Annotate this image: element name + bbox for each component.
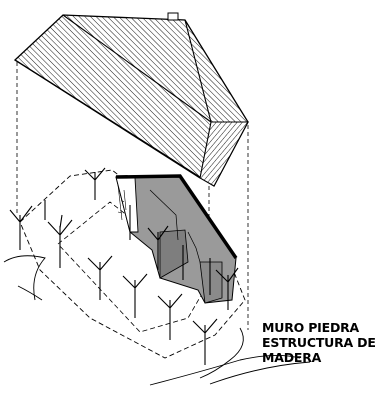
footprint-outline bbox=[19, 169, 246, 359]
caption-line-1: MURO PIEDRA bbox=[262, 320, 360, 335]
caption-label: MURO PIEDRA ESTRUCTURA DE MADERA bbox=[262, 320, 391, 365]
roof-skylight-icon bbox=[167, 12, 179, 21]
footprint-inner bbox=[57, 201, 211, 333]
terrain-lines bbox=[3, 255, 311, 386]
roof bbox=[13, 12, 249, 187]
stone-wall-structure bbox=[115, 174, 238, 304]
caption-line-2: ESTRUCTURA DE bbox=[262, 334, 376, 350]
tree-post-icon bbox=[9, 167, 239, 365]
caption-line-3: MADERA bbox=[262, 349, 322, 365]
